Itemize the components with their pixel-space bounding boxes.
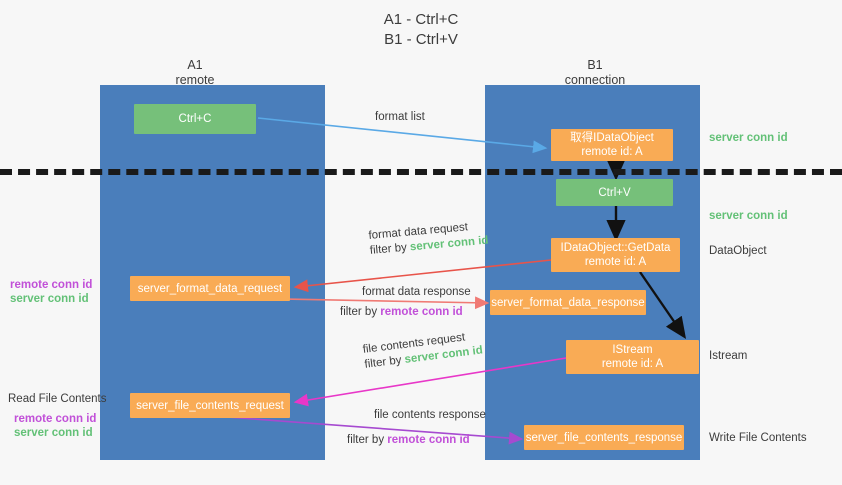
edge-label-format-data-response: format data response — [362, 285, 471, 300]
phase-divider — [0, 169, 842, 175]
column-a1-sub: remote — [175, 73, 215, 87]
right-label-dataobject: DataObject — [709, 244, 767, 259]
node-getdata-line1: IDataObject::GetData — [560, 242, 671, 254]
left-label-server-conn-id-2: server conn id — [14, 426, 93, 441]
left-label-server-conn-id-1: server conn id — [10, 292, 89, 307]
right-label-server-conn-id-mid: server conn id — [709, 209, 788, 224]
node-idataobject-top-line1: 取得IDataObject — [570, 132, 654, 144]
title-line-1: A1 - Ctrl+C — [383, 11, 459, 28]
node-idataobject-top[interactable]: 取得IDataObject remote id: A — [551, 129, 673, 161]
left-label-server-conn-id-1-text: server conn id — [10, 293, 89, 305]
left-label-server-conn-id-2-text: server conn id — [14, 427, 93, 439]
right-label-write-file-contents: Write File Contents — [709, 431, 807, 446]
edge-label-file-contents-request: file contents request filter by server c… — [362, 329, 484, 373]
node-istream-line1: IStream — [612, 344, 653, 356]
node-server-format-data-response-label: server_format_data_response — [491, 296, 645, 309]
node-istream-line2: remote id: A — [601, 358, 664, 370]
node-server-format-data-response[interactable]: server_format_data_response — [490, 290, 646, 315]
edge-label-format-data-response-title: format data response — [362, 286, 471, 298]
edge-label-format-data-request: format data request filter by server con… — [368, 219, 489, 259]
right-label-istream: Istream — [709, 349, 747, 364]
edge-label-format-data-request-prefix: filter by — [369, 241, 408, 257]
left-label-read-file-contents: Read File Contents — [8, 392, 106, 407]
left-label-remote-conn-id-1-text: remote conn id — [10, 279, 93, 291]
node-ctrl-v-label: Ctrl+V — [598, 186, 631, 199]
node-idataobject-top-line2: remote id: A — [581, 146, 643, 158]
left-label-read-file-contents-text: Read File Contents — [8, 393, 107, 405]
node-server-file-contents-request-label: server_file_contents_request — [136, 399, 284, 412]
right-label-istream-text: Istream — [709, 350, 748, 362]
node-server-format-data-request[interactable]: server_format_data_request — [130, 276, 290, 301]
node-getdata-line2: remote id: A — [584, 256, 647, 268]
page-title: A1 - Ctrl+C B1 - Ctrl+V — [0, 10, 842, 50]
node-ctrl-c-label: Ctrl+C — [178, 113, 212, 125]
edge-label-file-contents-response-filter: filter by remote conn id — [347, 433, 470, 448]
left-label-remote-conn-id-2: remote conn id — [14, 412, 96, 427]
node-idataobject-getdata[interactable]: IDataObject::GetData remote id: A — [551, 238, 680, 272]
column-header-b1: B1 connection — [530, 58, 660, 88]
title-line-2: B1 - Ctrl+V — [384, 31, 458, 48]
right-label-server-conn-id-top-text: server conn id — [709, 132, 788, 144]
edge-label-format-data-response-key: remote conn id — [380, 306, 463, 318]
edge-label-file-contents-request-prefix: filter by — [363, 354, 403, 371]
node-server-file-contents-response-label: server_file_contents_response — [525, 431, 683, 444]
node-server-format-data-request-label: server_format_data_request — [137, 282, 283, 295]
edge-label-format-data-response-prefix: filter by — [340, 306, 378, 318]
edge-label-format-list-text: format list — [375, 111, 425, 123]
column-b1-sub: connection — [564, 73, 626, 87]
edge-label-file-contents-response: file contents response — [374, 408, 486, 423]
edge-label-file-contents-response-title: file contents response — [374, 409, 486, 421]
column-a1-name: A1 — [187, 58, 203, 72]
node-server-file-contents-request[interactable]: server_file_contents_request — [130, 393, 290, 418]
edge-label-format-data-response-filter: filter by remote conn id — [340, 305, 463, 320]
node-ctrl-v[interactable]: Ctrl+V — [556, 179, 673, 206]
left-label-remote-conn-id-1: remote conn id — [10, 278, 92, 293]
node-istream[interactable]: IStream remote id: A — [566, 340, 699, 374]
right-label-server-conn-id-top: server conn id — [709, 131, 788, 146]
column-b1-name: B1 — [587, 58, 603, 72]
right-label-dataobject-text: DataObject — [709, 245, 767, 257]
node-ctrl-c[interactable]: Ctrl+C — [134, 104, 256, 134]
edge-label-format-list: format list — [375, 110, 425, 125]
right-label-write-file-contents-text: Write File Contents — [709, 432, 807, 444]
column-header-a1: A1 remote — [130, 58, 260, 88]
node-server-file-contents-response[interactable]: server_file_contents_response — [524, 425, 684, 450]
right-label-server-conn-id-mid-text: server conn id — [709, 210, 788, 222]
left-label-remote-conn-id-2-text: remote conn id — [14, 413, 97, 425]
edge-label-file-contents-response-prefix: filter by — [347, 434, 385, 446]
edge-label-file-contents-response-key: remote conn id — [387, 434, 470, 446]
